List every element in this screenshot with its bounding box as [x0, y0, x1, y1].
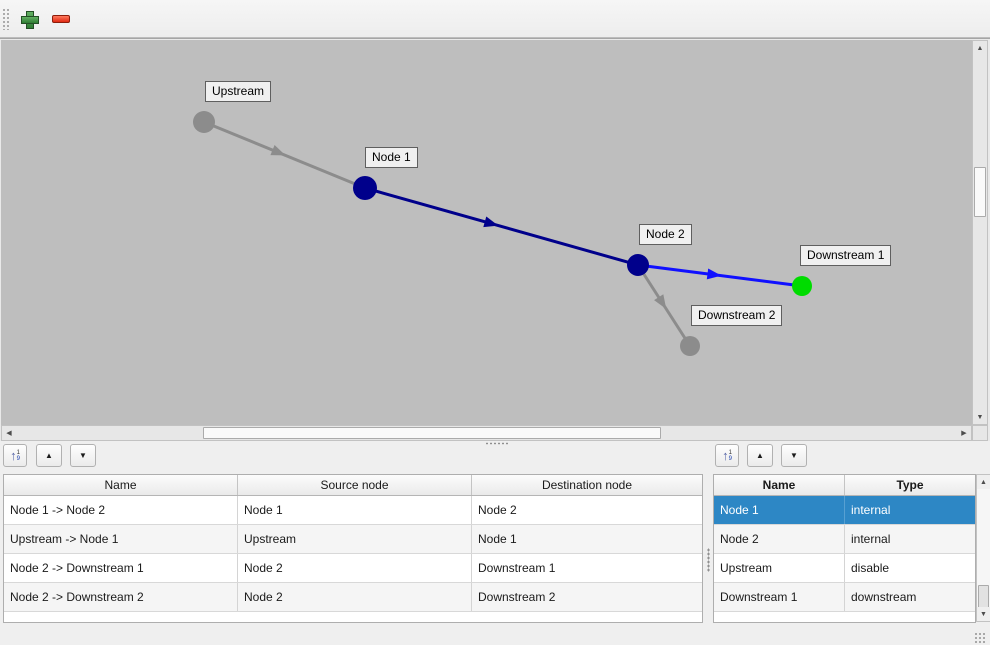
toolbar — [0, 0, 990, 38]
node-circle-node-1[interactable] — [353, 176, 377, 200]
nodes-table-scrollbar[interactable]: ▲ ▼ — [976, 474, 990, 622]
edge-arrow-icon — [706, 268, 722, 280]
vertical-scrollbar-thumb[interactable] — [974, 167, 986, 217]
table-row[interactable]: Upstream disable — [714, 554, 975, 583]
table-cell: Downstream 1 — [714, 583, 845, 611]
down-arrow-icon: ▼ — [79, 450, 87, 460]
empty-row — [714, 612, 975, 622]
node-label-upstream[interactable]: Upstream — [205, 81, 272, 102]
edges-table: Name Source node Destination node Node 1… — [3, 474, 703, 623]
table-cell: Node 2 — [478, 503, 517, 517]
edges-table-header: Name Source node Destination node — [4, 475, 702, 496]
status-strip — [0, 630, 990, 645]
minus-icon — [52, 15, 70, 23]
toolbar-drag-handle[interactable] — [2, 8, 11, 30]
table-cell: Upstream -> Node 1 — [4, 525, 238, 553]
table-cell: Node 2 — [238, 583, 472, 611]
table-cell: Node 2 — [714, 525, 845, 553]
table-row[interactable]: Downstream 1 downstream — [714, 583, 975, 612]
empty-row — [4, 612, 702, 622]
nodes-table-header: Name Type — [714, 475, 975, 496]
scroll-down-button[interactable]: ▼ — [977, 607, 990, 621]
edge-arrow-icon — [483, 216, 499, 228]
splitter-handle-icon — [707, 548, 710, 572]
scrollbar-corner — [972, 425, 988, 441]
scroll-up-button[interactable]: ▲ — [973, 41, 987, 55]
node-label-downstream-2[interactable]: Downstream 2 — [691, 305, 783, 326]
vertical-splitter[interactable] — [705, 445, 712, 630]
scroll-up-button[interactable]: ▲ — [977, 475, 990, 489]
vertical-scrollbar-thumb[interactable] — [978, 585, 989, 609]
up-arrow-icon: ▲ — [45, 450, 53, 460]
header-cell-destination-node[interactable]: Destination node — [541, 478, 633, 492]
table-cell: Node 1 — [478, 532, 517, 546]
node-circle-downstream-2[interactable] — [680, 336, 700, 356]
edge-arrow-icon — [654, 294, 667, 309]
scroll-right-button[interactable]: ▶ — [957, 426, 971, 440]
table-cell: downstream — [851, 590, 917, 604]
header-cell-name[interactable]: Name — [4, 475, 238, 495]
node-label-node-1[interactable]: Node 1 — [365, 147, 418, 168]
edge-arrow-icon — [270, 144, 286, 156]
node-label-downstream-1[interactable]: Downstream 1 — [800, 245, 892, 266]
table-cell: Node 2 -> Downstream 2 — [4, 583, 238, 611]
table-cell: Node 1 -> Node 2 — [4, 496, 238, 524]
down-arrow-icon: ▼ — [790, 450, 798, 460]
canvas-vertical-scrollbar[interactable]: ▲ ▼ — [972, 40, 988, 425]
header-cell-type[interactable]: Type — [896, 478, 924, 492]
nodes-move-up-button[interactable]: ▲ — [747, 444, 773, 467]
table-cell: Downstream 1 — [478, 561, 556, 575]
edge-line-node-1-node-2[interactable] — [364, 186, 639, 267]
plus-icon — [21, 11, 39, 29]
node-circle-downstream-1[interactable] — [792, 276, 812, 296]
resize-grip[interactable] — [974, 632, 987, 644]
canvas-horizontal-scrollbar[interactable]: ◀ ▶ — [1, 425, 972, 441]
node-circle-node-2[interactable] — [627, 254, 649, 276]
table-cell: Node 1 — [714, 496, 845, 524]
node-circle-upstream[interactable] — [193, 111, 215, 133]
scroll-left-button[interactable]: ◀ — [2, 426, 16, 440]
up-arrow-icon: ▲ — [756, 450, 764, 460]
edges-move-down-button[interactable]: ▼ — [70, 444, 96, 467]
table-cell: Downstream 2 — [478, 590, 556, 604]
table-row[interactable]: Node 2 internal — [714, 525, 975, 554]
horizontal-scrollbar-thumb[interactable] — [203, 427, 661, 439]
table-row[interactable]: Node 1 internal — [714, 496, 975, 525]
table-cell: disable — [851, 561, 890, 575]
table-cell: internal — [851, 503, 891, 517]
splitter-handle-icon — [485, 442, 509, 445]
graph-svg — [193, 111, 812, 356]
add-button[interactable] — [16, 6, 42, 32]
scroll-down-button[interactable]: ▼ — [973, 410, 987, 424]
node-label-node-2[interactable]: Node 2 — [639, 224, 692, 245]
header-cell-name[interactable]: Name — [714, 475, 845, 495]
table-cell: Node 2 — [238, 554, 472, 582]
remove-button[interactable] — [48, 6, 74, 32]
table-cell: Upstream — [714, 554, 845, 582]
nodes-move-down-button[interactable]: ▼ — [781, 444, 807, 467]
header-cell-source-node[interactable]: Source node — [238, 475, 472, 495]
table-cell: Node 1 — [238, 496, 472, 524]
table-cell: Upstream — [238, 525, 472, 553]
table-cell: internal — [851, 532, 891, 546]
table-cell: Node 2 -> Downstream 1 — [4, 554, 238, 582]
horizontal-splitter[interactable] — [0, 441, 990, 445]
edges-move-up-button[interactable]: ▲ — [36, 444, 62, 467]
